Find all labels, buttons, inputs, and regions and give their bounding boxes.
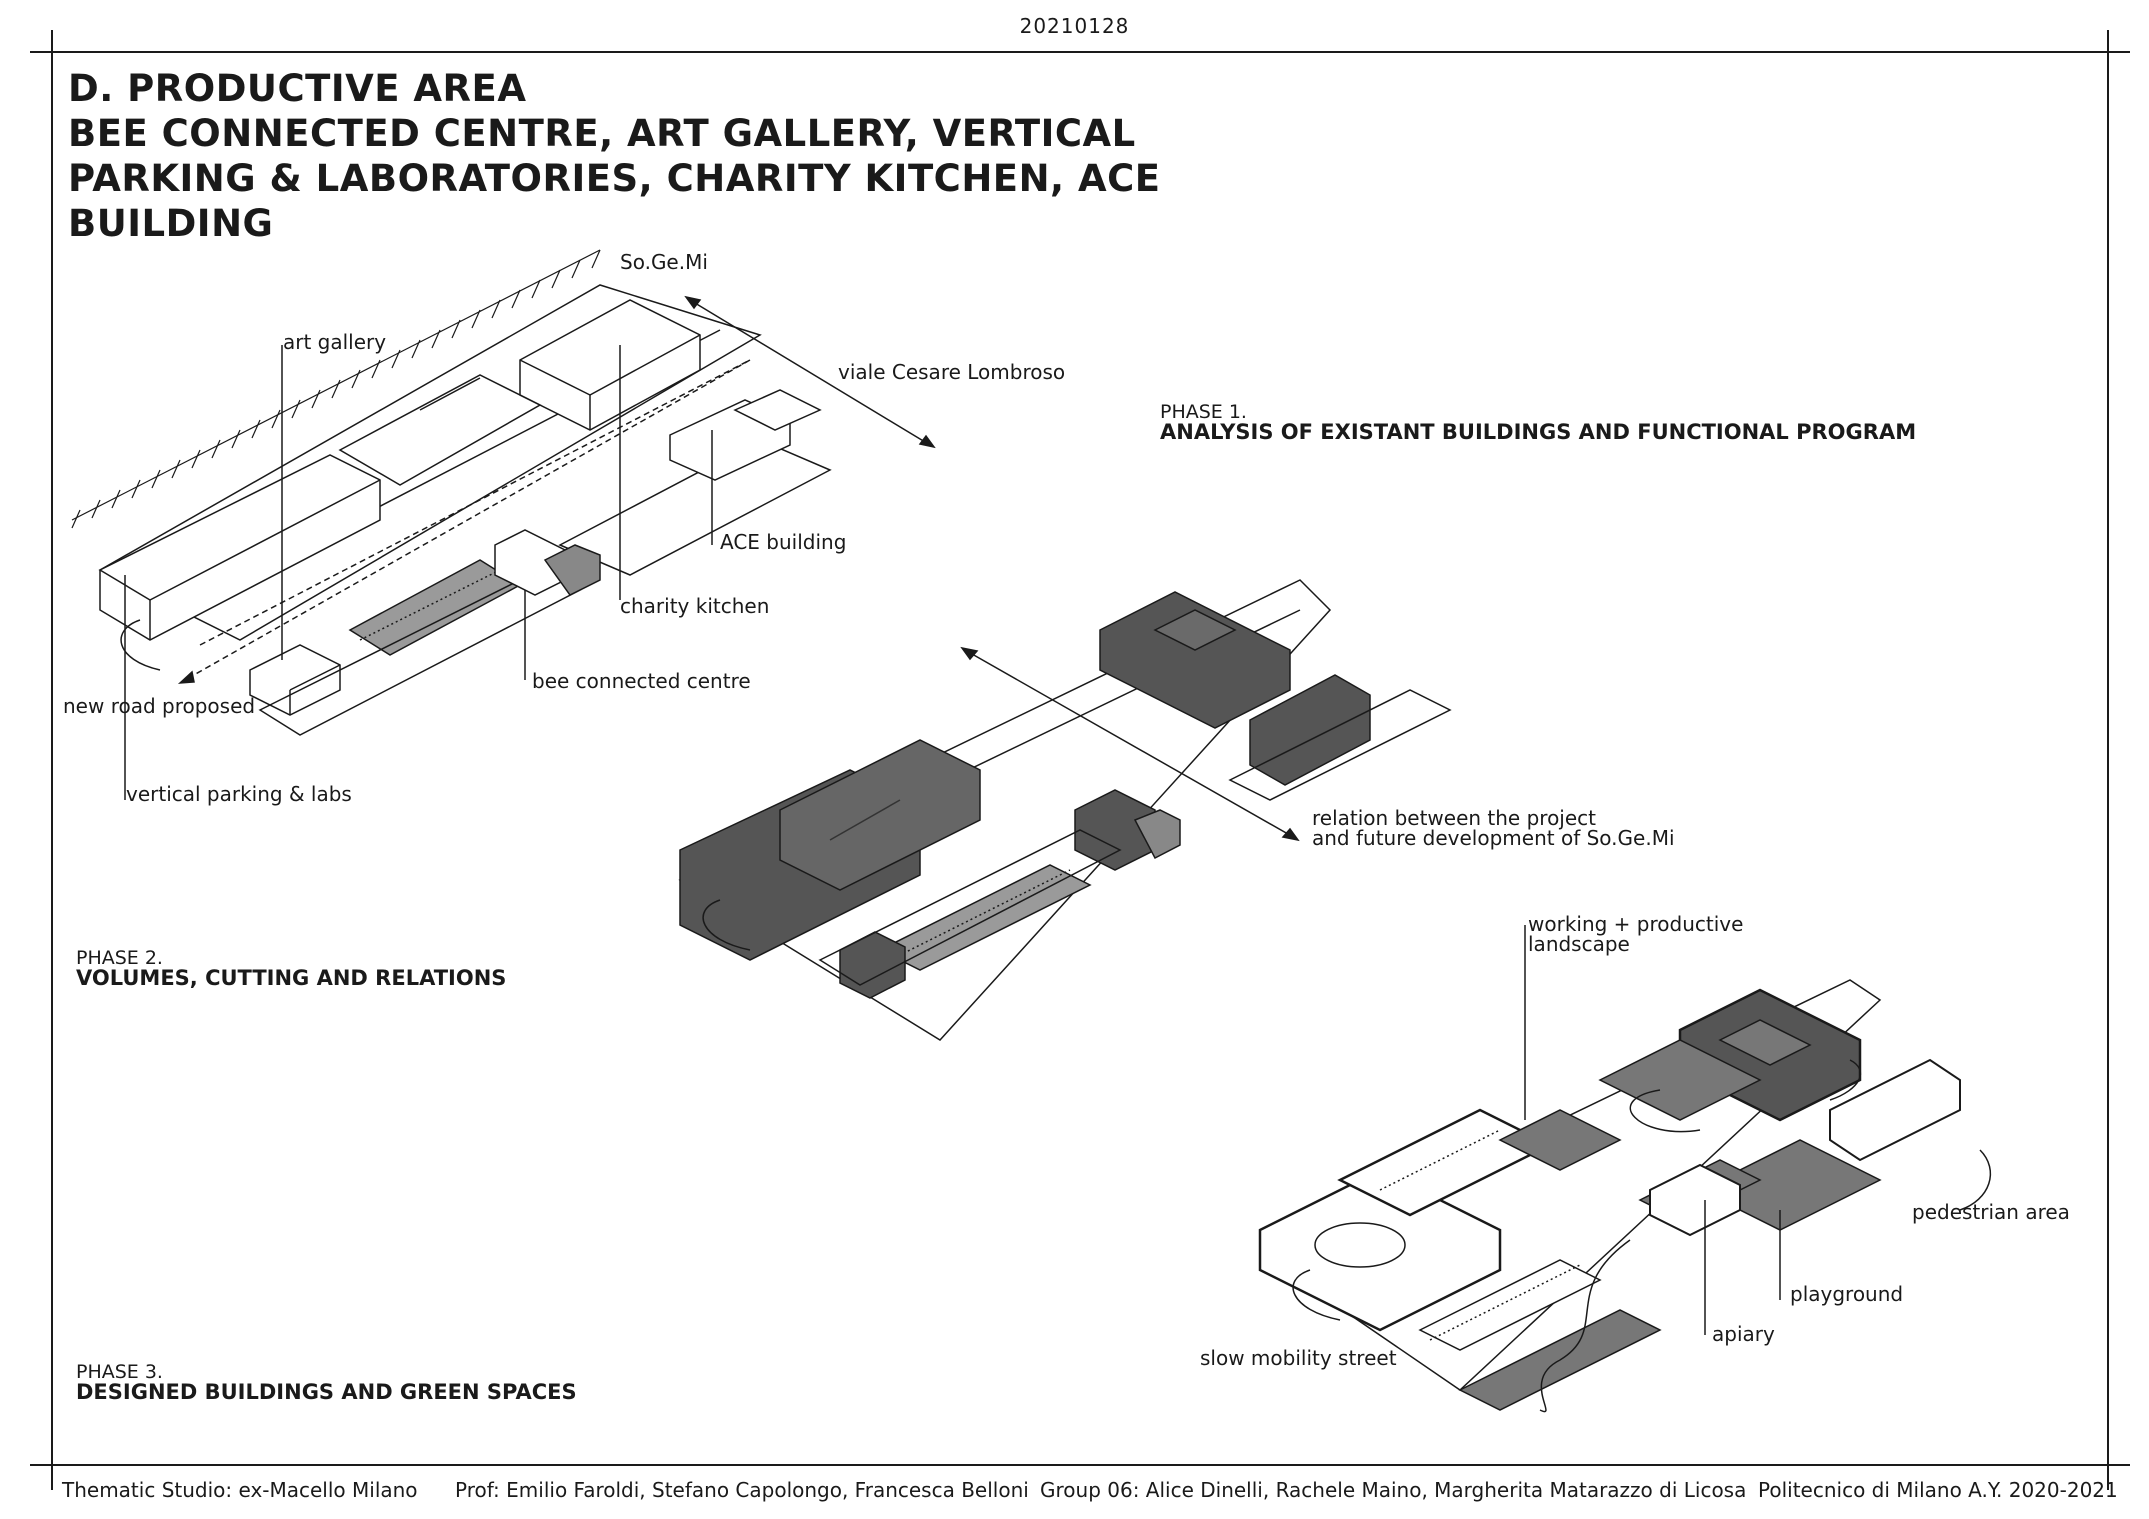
phase2-axonometric [678, 579, 1452, 1041]
railway-hatching [71, 249, 601, 529]
label-vertical-parking: vertical parking & labs [126, 782, 352, 806]
label-pedestrian: pedestrian area [1912, 1200, 2070, 1224]
label-apiary: apiary [1712, 1322, 1775, 1346]
phase3-axonometric [1258, 925, 1991, 1413]
phase1-heading: PHASE 1. [1160, 401, 1247, 423]
phase2-heading: PHASE 2. [76, 947, 163, 969]
label-charity-kitchen: charity kitchen [620, 594, 770, 618]
sheet-frame [30, 30, 2130, 1490]
phase3-caption: PHASE 3. DESIGNED BUILDINGS AND GREEN SP… [76, 1361, 577, 1404]
label-sogemi: So.Ge.Mi [620, 250, 708, 274]
label-bee-centre: bee connected centre [532, 669, 751, 693]
footer-group: Group 06: Alice Dinelli, Rachele Maino, … [1040, 1478, 1747, 1502]
phase3-subtitle: DESIGNED BUILDINGS AND GREEN SPACES [76, 1380, 577, 1404]
label-new-road: new road proposed [63, 694, 256, 718]
phase2-subtitle: VOLUMES, CUTTING AND RELATIONS [76, 966, 507, 990]
label-playground: playground [1790, 1282, 1904, 1306]
label-relation-line-1: relation between the project [1312, 806, 1597, 830]
title-line-2: BEE CONNECTED CENTRE, ART GALLERY, VERTI… [68, 112, 1136, 155]
label-art-gallery: art gallery [283, 330, 387, 354]
phase3-heading: PHASE 3. [76, 1361, 163, 1383]
footer-school: Politecnico di Milano A.Y. 2020-2021 [1758, 1478, 2118, 1502]
phase2-caption: PHASE 2. VOLUMES, CUTTING AND RELATIONS [76, 947, 507, 990]
title-line-4: BUILDING [68, 202, 274, 245]
page-title: D. PRODUCTIVE AREA BEE CONNECTED CENTRE,… [68, 66, 1161, 246]
phase1-caption: PHASE 1. ANALYSIS OF EXISTANT BUILDINGS … [1160, 401, 1917, 444]
label-relation-line-2: and future development of So.Ge.Mi [1312, 826, 1675, 850]
label-viale: viale Cesare Lombroso [838, 360, 1066, 384]
label-working-line-1: working + productive [1528, 912, 1744, 936]
label-relation: relation between the project and future … [1312, 808, 1675, 848]
label-working-landscape: working + productive landscape [1528, 914, 1743, 954]
title-line-1: D. PRODUCTIVE AREA [68, 67, 527, 110]
sheet-date: 20210128 [1019, 14, 1130, 38]
footer-profs: Prof: Emilio Faroldi, Stefano Capolongo,… [455, 1478, 1029, 1502]
label-slow-mobility: slow mobility street [1200, 1346, 1397, 1370]
footer-studio: Thematic Studio: ex-Macello Milano [62, 1478, 418, 1502]
phase1-axonometric [71, 249, 936, 800]
label-working-line-2: landscape [1528, 932, 1630, 956]
label-ace-building: ACE building [720, 530, 847, 554]
title-line-3: PARKING & LABORATORIES, CHARITY KITCHEN,… [68, 157, 1161, 200]
phase1-subtitle: ANALYSIS OF EXISTANT BUILDINGS AND FUNCT… [1160, 420, 1917, 444]
